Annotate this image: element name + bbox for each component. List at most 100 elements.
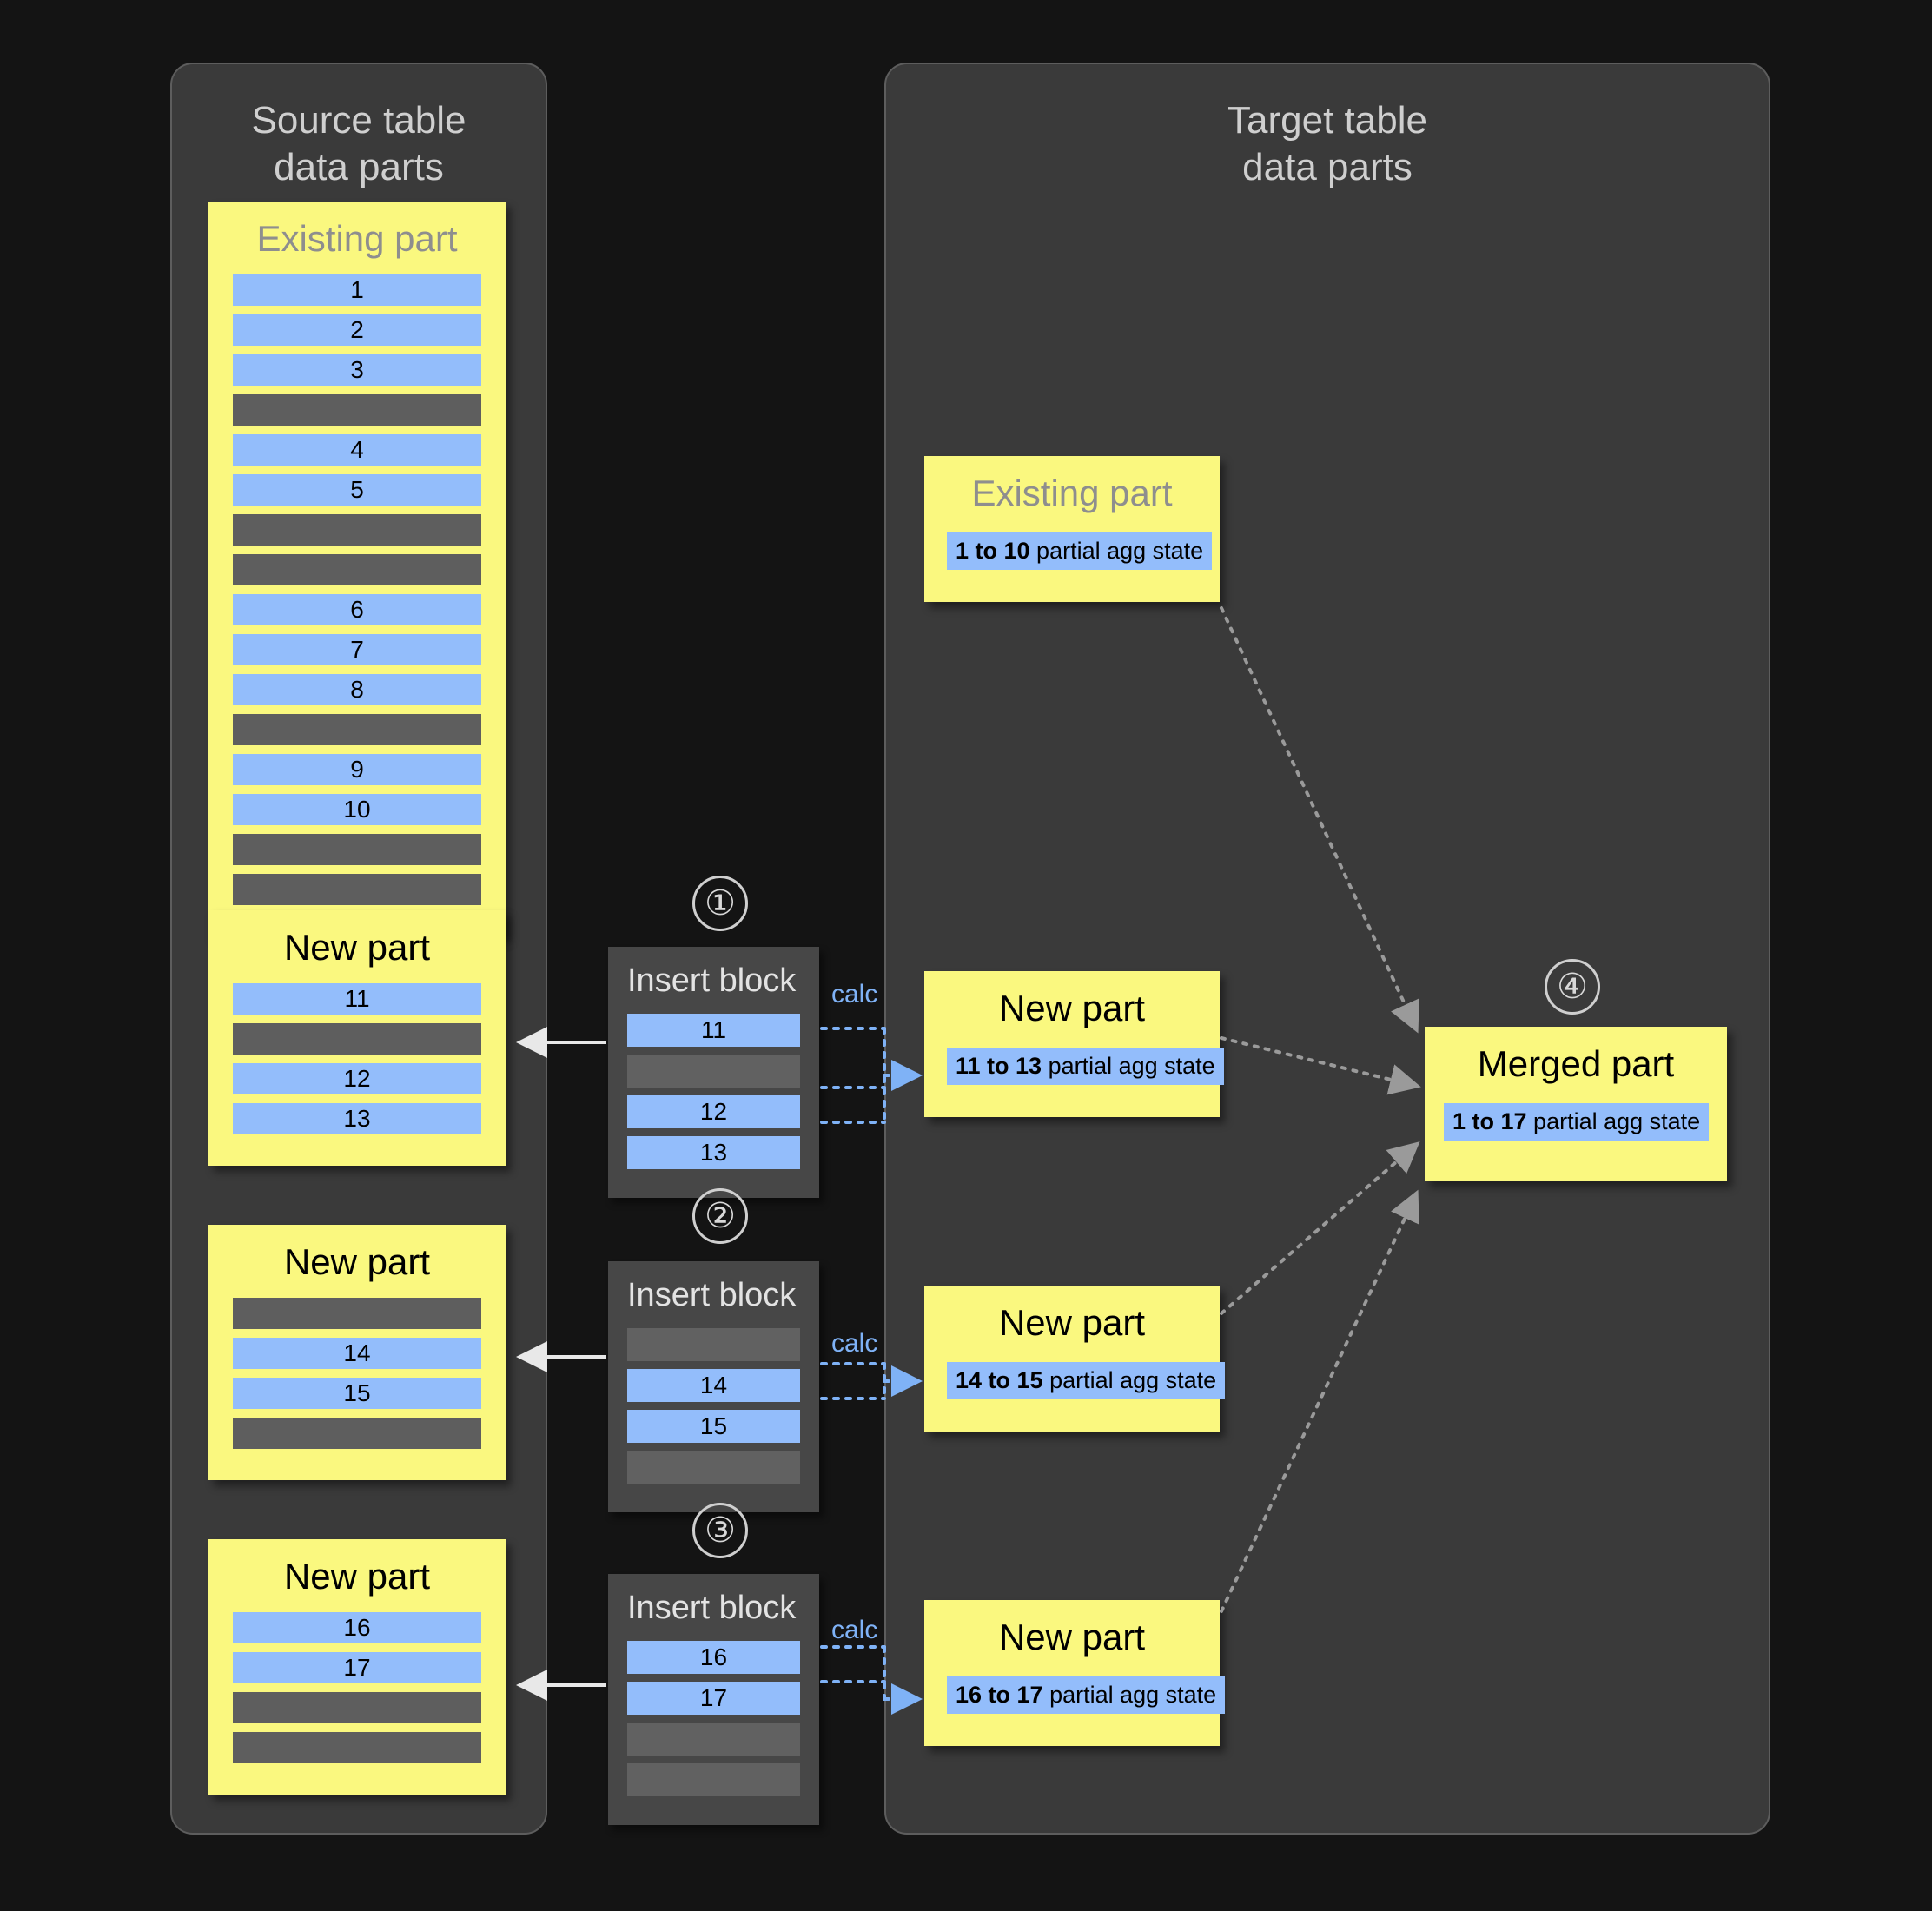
row-value: 10 [233, 794, 481, 825]
source-new-part-2-rows: 14 15 [208, 1298, 506, 1480]
row-value: 16 [627, 1641, 800, 1674]
target-new-part-3: New part 16 to 17 partial agg state [924, 1600, 1226, 1746]
target-table-panel: Target table data parts [884, 63, 1770, 1835]
source-existing-part-title: Existing part [256, 218, 458, 259]
agg-state-chip: 11 to 13 partial agg state [947, 1048, 1224, 1086]
row-value: 1 [233, 274, 481, 306]
source-existing-part-rows: 1 2 3 4 5 6 7 8 9 10 [208, 274, 506, 936]
row-value: 17 [233, 1652, 481, 1683]
source-new-part-2-title: New part [283, 1241, 431, 1282]
agg-state-chip: 14 to 15 partial agg state [947, 1362, 1226, 1400]
agg-range: 14 to 15 [956, 1367, 1043, 1393]
row-value: 14 [233, 1338, 481, 1369]
target-existing-part-agg-wrap: 1 to 10 partial agg state [924, 529, 1220, 571]
target-new-part-3-agg-wrap: 16 to 17 partial agg state [924, 1673, 1226, 1715]
row-empty [233, 1298, 481, 1329]
agg-state-chip: 16 to 17 partial agg state [947, 1676, 1226, 1715]
row-value: 5 [233, 474, 481, 506]
row-value: 2 [233, 314, 481, 346]
row-empty [233, 1023, 481, 1055]
source-new-part-2: New part 14 15 [208, 1225, 506, 1480]
row-value: 14 [627, 1369, 800, 1402]
source-new-part-1-title: New part [283, 927, 431, 968]
row-empty [233, 834, 481, 865]
target-existing-part-title: Existing part [971, 473, 1173, 513]
target-new-part-1-title: New part [998, 988, 1146, 1028]
calc-label-2: calc [831, 1329, 878, 1358]
row-value: 6 [233, 594, 481, 625]
calc-label-3: calc [831, 1616, 878, 1644]
target-existing-part: Existing part 1 to 10 partial agg state [924, 456, 1220, 602]
agg-suffix: partial agg state [1526, 1108, 1701, 1134]
row-value: 15 [233, 1378, 481, 1409]
agg-suffix: partial agg state [1042, 1682, 1217, 1708]
row-empty [233, 1418, 481, 1449]
row-value: 7 [233, 634, 481, 665]
step-marker-3: ③ [692, 1503, 748, 1558]
insert-block-1-rows: 11 12 13 [608, 1014, 819, 1198]
insert-block-1-title: Insert block [627, 962, 797, 999]
row-empty [627, 1451, 800, 1484]
row-value: 3 [233, 354, 481, 386]
step-marker-1: ① [692, 876, 748, 931]
agg-range: 16 to 17 [956, 1682, 1043, 1708]
insert-block-2: Insert block 14 15 [608, 1261, 819, 1512]
agg-suffix: partial agg state [1042, 1367, 1217, 1393]
insert-block-2-rows: 14 15 [608, 1328, 819, 1512]
row-value: 15 [627, 1410, 800, 1443]
insert-block-1: Insert block 11 12 13 [608, 947, 819, 1198]
row-empty [233, 1692, 481, 1723]
source-new-part-3-title: New part [283, 1556, 431, 1597]
source-existing-part: Existing part 1 2 3 4 5 6 7 8 9 10 [208, 202, 506, 936]
insert-block-3-title: Insert block [627, 1590, 797, 1626]
row-empty [233, 514, 481, 546]
row-empty [627, 1055, 800, 1088]
row-value: 11 [233, 983, 481, 1015]
target-new-part-1: New part 11 to 13 partial agg state [924, 971, 1224, 1117]
row-value: 9 [233, 754, 481, 785]
row-empty [233, 874, 481, 905]
target-panel-title: Target table data parts [1227, 99, 1427, 188]
target-new-part-2-agg-wrap: 14 to 15 partial agg state [924, 1359, 1226, 1400]
insert-block-2-title: Insert block [627, 1277, 797, 1313]
row-value: 13 [627, 1136, 800, 1169]
row-empty [627, 1763, 800, 1796]
row-value: 8 [233, 674, 481, 705]
row-empty [627, 1723, 800, 1756]
row-empty [233, 714, 481, 745]
source-new-part-3-rows: 16 17 [208, 1612, 506, 1795]
merged-part-title: Merged part [1477, 1043, 1675, 1084]
row-value: 17 [627, 1682, 800, 1715]
source-panel-title: Source table data parts [251, 99, 466, 188]
step-marker-4: ④ [1545, 959, 1600, 1015]
agg-state-chip: 1 to 17 partial agg state [1444, 1103, 1710, 1141]
agg-range: 1 to 10 [956, 538, 1030, 564]
agg-suffix: partial agg state [1029, 538, 1204, 564]
source-new-part-3: New part 16 17 [208, 1539, 506, 1795]
insert-block-3: Insert block 16 17 [608, 1574, 819, 1825]
row-value: 12 [233, 1063, 481, 1094]
step-marker-2: ② [692, 1188, 748, 1244]
agg-state-chip: 1 to 10 partial agg state [947, 532, 1213, 571]
source-new-part-1-rows: 11 12 13 [208, 983, 506, 1166]
row-value: 11 [627, 1014, 800, 1047]
merged-part-agg-wrap: 1 to 17 partial agg state [1425, 1100, 1727, 1141]
calc-label-1: calc [831, 980, 878, 1008]
target-new-part-3-title: New part [998, 1617, 1146, 1657]
row-empty [627, 1328, 800, 1361]
row-value: 4 [233, 434, 481, 466]
row-empty [233, 554, 481, 585]
agg-range: 11 to 13 [956, 1053, 1042, 1079]
row-empty [233, 394, 481, 426]
insert-block-3-rows: 16 17 [608, 1641, 819, 1825]
target-new-part-1-agg-wrap: 11 to 13 partial agg state [924, 1044, 1224, 1086]
row-empty [233, 1732, 481, 1763]
target-new-part-2-title: New part [998, 1302, 1146, 1343]
merged-part: Merged part 1 to 17 partial agg state [1425, 1027, 1727, 1181]
target-new-part-2: New part 14 to 15 partial agg state [924, 1286, 1226, 1432]
row-value: 13 [233, 1103, 481, 1134]
source-new-part-1: New part 11 12 13 [208, 910, 506, 1166]
agg-suffix: partial agg state [1042, 1053, 1215, 1079]
agg-range: 1 to 17 [1452, 1108, 1527, 1134]
